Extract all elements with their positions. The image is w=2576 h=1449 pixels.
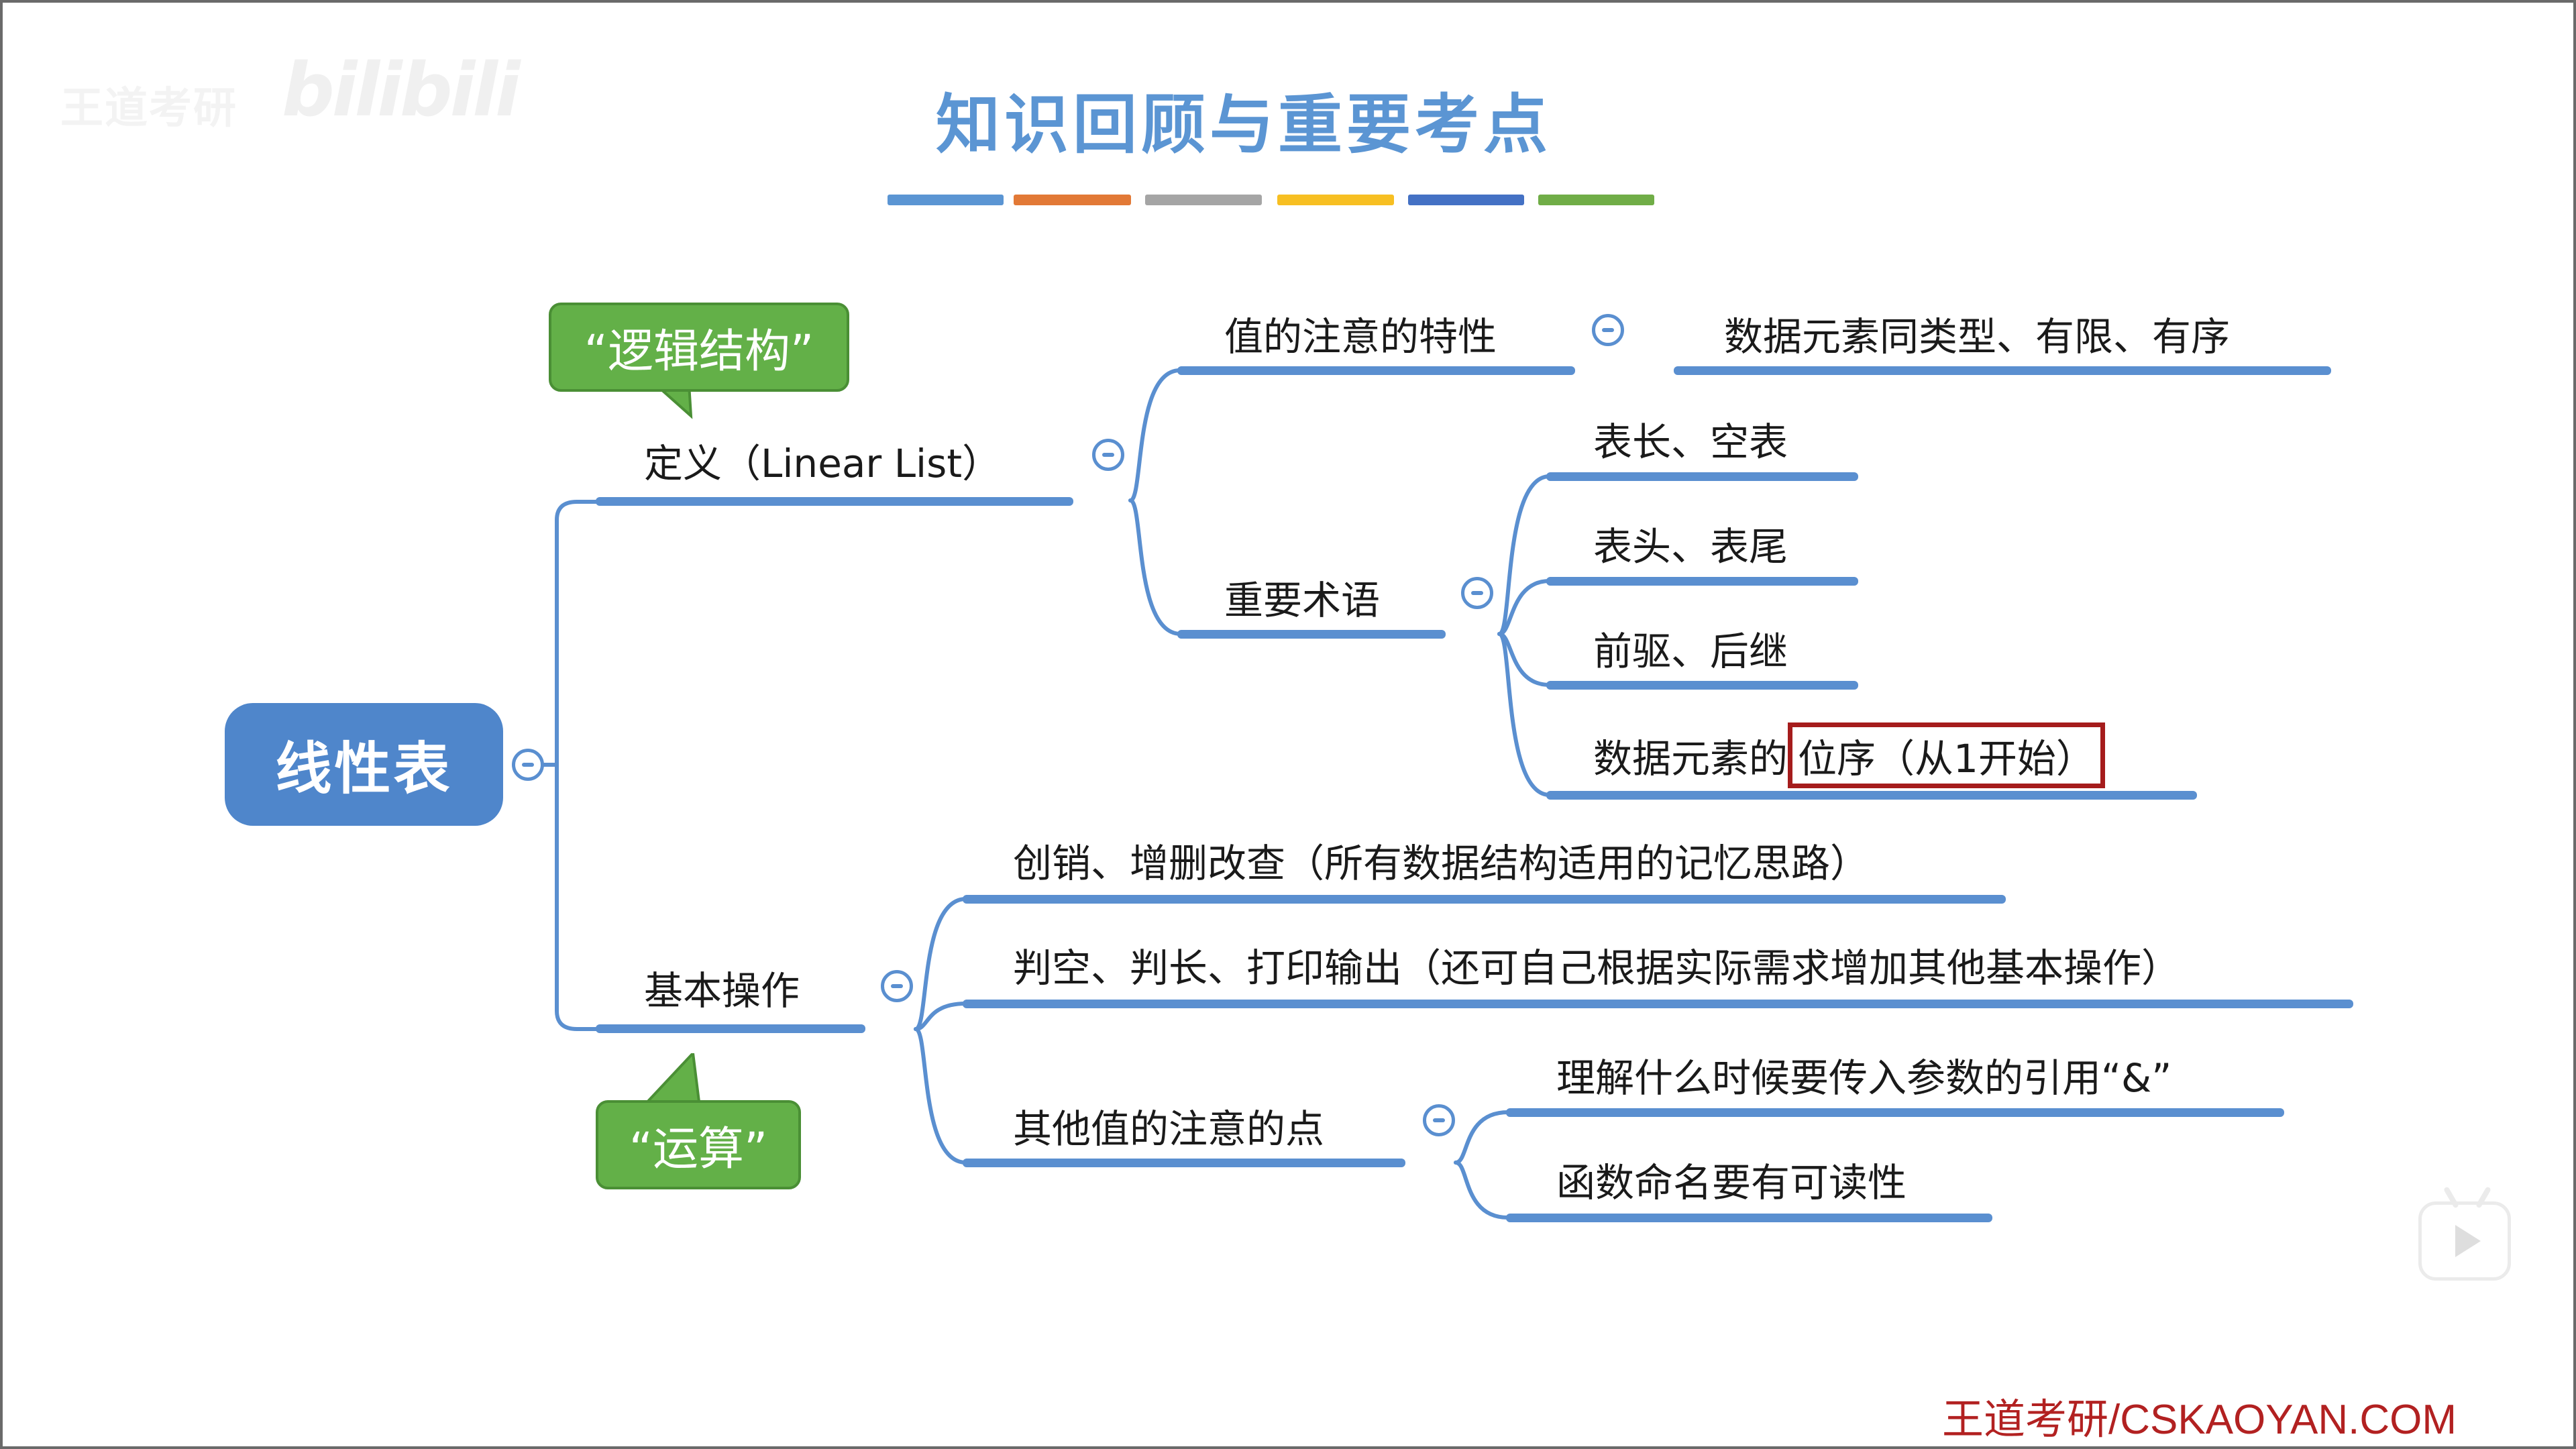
node-terms-label: 重要术语	[1224, 578, 1381, 623]
connector-terms-item4	[1497, 632, 1552, 797]
node-terms-item-3: 前驱、后继	[1593, 629, 1788, 674]
connector-def-terms	[1128, 498, 1183, 636]
bilibili-logo: bilibili	[282, 47, 521, 133]
operations-collapse-icon[interactable]	[881, 970, 913, 1002]
node-features-child-label: 数据元素同类型、有限、有序	[1724, 314, 2231, 360]
callout-operation-text: “运算”	[629, 1123, 768, 1176]
page-title: 知识回顾与重要考点	[936, 87, 1552, 162]
node-ops-item-1: 创销、增删改查（所有数据结构适用的记忆思路）	[1013, 841, 1870, 886]
title-bar-gray	[1145, 195, 1262, 205]
node-definition-line	[596, 497, 1073, 506]
connector-other-item2	[1454, 1161, 1510, 1220]
node-terms-item-3-line	[1546, 681, 1858, 690]
connector-root-operations	[541, 763, 599, 1031]
other-collapse-icon[interactable]	[1423, 1104, 1455, 1136]
node-terms-item-2-line	[1546, 577, 1858, 586]
node-ops-other-line	[963, 1159, 1405, 1167]
root-collapse-icon[interactable]	[512, 749, 544, 781]
node-terms-item-1-line	[1546, 472, 1858, 481]
node-features-line	[1177, 366, 1575, 375]
title-bar-yellow	[1277, 195, 1394, 205]
connector-terms-item2	[1497, 579, 1552, 636]
node-ops-item-2: 判空、判长、打印输出（还可自己根据实际需求增加其他基本操作）	[1013, 945, 2181, 991]
callout-operation-tail	[643, 1053, 702, 1107]
features-collapse-icon[interactable]	[1592, 314, 1624, 346]
footer-brand: 王道考研/CSKAOYAN.COM	[1942, 1397, 2457, 1443]
node-terms-item-order-line	[1546, 791, 2197, 800]
node-other-item-2-line	[1506, 1214, 1992, 1222]
node-operations-line	[596, 1024, 865, 1033]
title-bar-green	[1538, 195, 1654, 205]
callout-logic-structure: “逻辑结构”	[549, 303, 849, 392]
callout-logic-text: “逻辑结构”	[584, 325, 814, 378]
title-bar-blue	[888, 195, 1004, 205]
terms-collapse-icon[interactable]	[1461, 577, 1493, 609]
node-terms-item-2: 表头、表尾	[1593, 524, 1788, 570]
node-terms-item-1: 表长、空表	[1593, 419, 1788, 465]
callout-operation: “运算”	[596, 1100, 801, 1189]
connector-ops-other	[914, 1027, 968, 1165]
order-highlight-box: 位序（从1开始）	[1788, 722, 2105, 788]
node-ops-other-label: 其他值的注意的点	[1013, 1106, 1325, 1152]
definition-collapse-icon[interactable]	[1092, 439, 1124, 471]
connector-root-definition	[541, 500, 599, 767]
connector-ops-item2	[914, 1002, 968, 1031]
title-bar-orange	[1014, 195, 1131, 205]
node-ops-item-1-line	[963, 895, 2006, 904]
node-other-item-2: 函数命名要有可读性	[1556, 1160, 1907, 1205]
node-terms-item-order: 数据元素的位序（从1开始）	[1593, 722, 2105, 788]
root-node-label: 线性表	[275, 736, 453, 802]
node-other-item-1: 理解什么时候要传入参数的引用“&”	[1556, 1055, 2172, 1101]
connector-def-features	[1128, 368, 1183, 502]
connector-terms-item1	[1497, 474, 1552, 636]
connector-other-item1	[1454, 1110, 1510, 1165]
root-node[interactable]: 线性表	[225, 703, 503, 826]
play-icon[interactable]	[2418, 1186, 2511, 1281]
node-other-item-1-line	[1506, 1108, 2284, 1117]
title-bar-darkblue	[1408, 195, 1524, 205]
node-definition-label: 定义（Linear List）	[644, 441, 1002, 486]
order-prefix: 数据元素的	[1593, 736, 1788, 782]
node-features-child-line	[1674, 366, 2331, 375]
connector-ops-item1	[914, 897, 968, 1031]
node-operations-label: 基本操作	[644, 968, 800, 1014]
node-terms-line	[1177, 630, 1446, 639]
node-features-label: 值的注意的特性	[1224, 314, 1497, 360]
watermark-text: 王道考研	[60, 84, 237, 133]
node-ops-item-2-line	[963, 1000, 2353, 1008]
